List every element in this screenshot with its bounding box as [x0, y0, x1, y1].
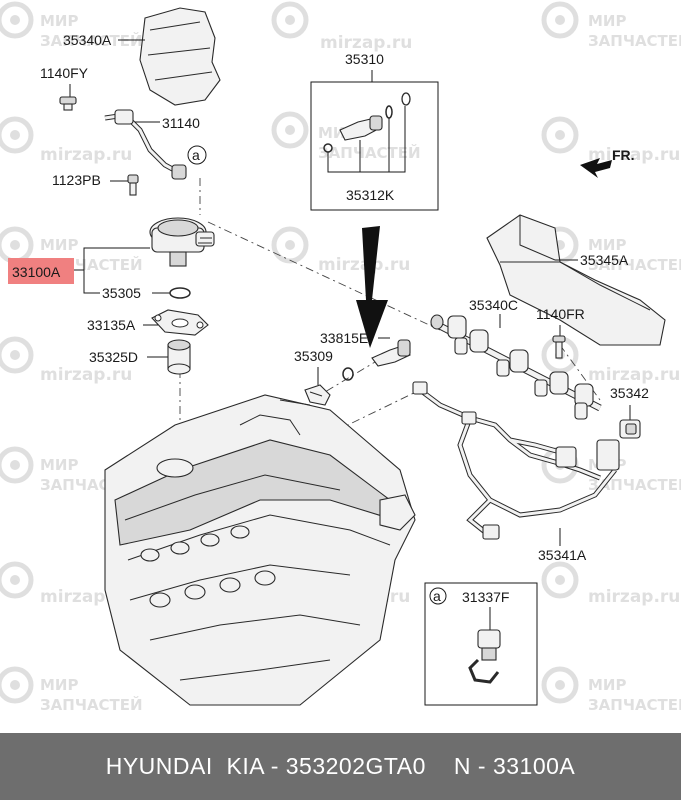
injector-part	[342, 339, 411, 381]
callout-35309: 35309	[294, 348, 333, 364]
watermark-text: ЗАПЧАСТЕЙ	[588, 255, 681, 274]
watermark-text: ЗАПЧАСТЕЙ	[318, 143, 421, 162]
o-ring-part	[169, 287, 191, 299]
watermark-logo-icon	[271, 1, 309, 39]
watermark-text: МИР	[40, 676, 78, 694]
callout-1140FR: 1140FR	[536, 306, 585, 322]
detail-a-marker	[429, 587, 447, 605]
highlight-box	[8, 258, 74, 284]
callout-35345A: 35345A	[580, 252, 629, 268]
part-number-footer: HYUNDAI KIA - 353202GTA0 N - 33100A	[0, 733, 681, 800]
watermark-text: ЗАПЧАСТЕЙ	[588, 31, 681, 50]
reference-a-marker	[187, 145, 207, 165]
watermark-text: ЗАПЧАСТЕЙ	[588, 475, 681, 494]
clip-part	[304, 384, 331, 406]
callout-fr: FR.	[612, 147, 635, 163]
watermark-logo-icon	[0, 226, 34, 264]
watermark-url: mirzap.ru	[588, 587, 680, 607]
watermark-logo-icon	[541, 561, 579, 599]
watermark-text: ЗАПЧАСТЕЙ	[40, 31, 143, 50]
watermark-url: mirzap.ru	[588, 145, 680, 165]
callout-31337F: 31337F	[462, 589, 509, 605]
gasket-part	[151, 309, 209, 336]
watermark-text: МИР	[40, 236, 78, 254]
footer-reference: N - 33100A	[453, 753, 576, 779]
watermark-logo-icon	[0, 561, 34, 599]
watermark-logo-icon	[0, 666, 34, 704]
engine-cover-part	[139, 7, 221, 106]
fuel-pump-part	[149, 217, 215, 267]
callout-35310: 35310	[345, 51, 384, 67]
callout-1140FY: 1140FY	[40, 65, 89, 81]
leader-line	[74, 247, 150, 294]
tappet-part	[167, 339, 191, 375]
pressure-sensor-part	[468, 629, 501, 684]
watermark-logo-icon	[0, 446, 34, 484]
assembly-line	[319, 349, 396, 396]
callout-31140: 31140	[162, 115, 200, 131]
assembly-line	[207, 221, 441, 331]
detail-a-letter: a	[433, 588, 441, 604]
callout-35342: 35342	[610, 385, 649, 401]
callout-33135A: 33135A	[87, 317, 136, 333]
watermark-text: МИР	[588, 12, 626, 30]
wiring-harness-part	[412, 381, 620, 540]
callout-35341A: 35341A	[538, 547, 587, 563]
bolt-part	[127, 174, 139, 196]
arrow-down-icon	[356, 226, 388, 348]
watermark-url: mirzap.ru	[40, 145, 132, 165]
fuel-rail-part	[430, 314, 602, 420]
sensor-part	[619, 419, 641, 439]
callout-35312K: 35312K	[346, 187, 395, 203]
watermark-url: mirzap.ru	[320, 33, 412, 53]
watermark-text: МИР	[40, 12, 78, 30]
leader-line	[327, 106, 406, 173]
callout-33815E: 33815E	[320, 330, 368, 346]
callout-35305: 35305	[102, 285, 141, 301]
watermark-text: МИР	[588, 236, 626, 254]
watermark-logo-icon	[541, 666, 579, 704]
fuel-rail-cover-part	[486, 214, 666, 346]
watermark-logo-icon	[271, 111, 309, 149]
watermark-logo-icon	[0, 116, 34, 154]
watermark-logo-icon	[0, 336, 34, 374]
bolt-part	[59, 96, 77, 111]
front-direction-arrow-icon	[580, 158, 612, 178]
callout-33100A: 33100A	[12, 264, 61, 280]
watermark-logo-icon	[541, 1, 579, 39]
watermark-url: mirzap.ru	[588, 365, 680, 385]
parts-diagram: МИР ЗАПЧАСТЕЙ mirzap.ru МИР ЗАПЧАСТЕЙ mi…	[0, 1, 681, 714]
watermark-text: ЗАПЧАСТЕЙ	[588, 695, 681, 714]
footer-brand-part-number: HYUNDAI KIA - 353202GTA0	[105, 753, 426, 779]
watermark-text: МИР	[588, 676, 626, 694]
injector-kit-box	[310, 81, 439, 211]
watermark-text: ЗАПЧАСТЕЙ	[40, 695, 143, 714]
callout-35340C: 35340C	[469, 297, 518, 313]
watermark-logo-icon	[541, 116, 579, 154]
watermark-url: mirzap.ru	[40, 365, 132, 385]
reference-a-letter: a	[192, 147, 200, 163]
callout-35340A: 35340A	[63, 32, 112, 48]
watermark-logo-icon	[271, 226, 309, 264]
watermark-text: МИР	[40, 456, 78, 474]
callout-35325D: 35325D	[89, 349, 138, 365]
engine-block	[104, 394, 416, 706]
bolt-part	[552, 335, 566, 359]
fuel-line-part	[104, 109, 187, 180]
callout-1123PB: 1123PB	[52, 172, 101, 188]
watermark-logo-icon	[0, 1, 34, 39]
